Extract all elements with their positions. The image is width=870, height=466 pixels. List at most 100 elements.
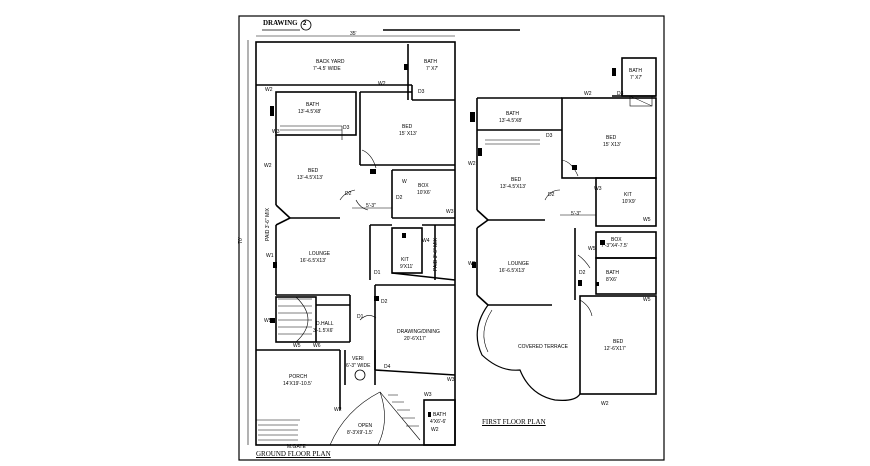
ff-tag-d3a: D3 xyxy=(617,91,624,97)
room-lounge-size: 16'-6.5'X13' xyxy=(300,258,326,264)
room-bath-bottom-size: 4'X6'-6' xyxy=(430,419,447,425)
room-porch-size: 14'X19'-10.5' xyxy=(283,381,312,387)
room-dhall-size: 3'-1.5'X6' xyxy=(313,328,334,334)
room-box-name: BOX xyxy=(418,183,429,189)
paid-mix-right: PAID 3'-6" MIX xyxy=(432,238,439,271)
ff-room-covered-terrace-name: COVERED TERRACE xyxy=(518,344,568,350)
room-drawing-dining-name: DRAWING/DINING xyxy=(397,329,440,335)
tag-w3b: W3 xyxy=(446,209,454,215)
tag-d2b: D2 xyxy=(396,195,403,201)
tag-w4: W4 xyxy=(422,238,430,244)
paid-mix-left: PAID 3'-6" MIX xyxy=(264,208,271,241)
ff-room-bed-bottom-name: BED xyxy=(613,339,624,345)
tag-d1b: D1 xyxy=(357,314,364,320)
tag-w6: W6 xyxy=(313,343,321,349)
tag-w1: W1 xyxy=(266,253,274,259)
tag-d2a: D2 xyxy=(345,191,352,197)
ff-room-bed-left-name: BED xyxy=(511,177,522,183)
tag-d2c: D2 xyxy=(381,299,388,305)
room-lounge-name: LOUNGE xyxy=(309,251,331,257)
ff-room-bath-top-name: BATH xyxy=(629,68,642,74)
tag-w3d: W3 xyxy=(424,392,432,398)
room-back-yard-name: BACK YARD xyxy=(316,59,345,65)
ff-room-kit-name: KIT xyxy=(624,192,632,198)
tag-w3a: W3 xyxy=(272,129,280,135)
ff-room-bath-left-name: BATH xyxy=(506,111,519,117)
ff-room-bed-bottom-size: 12'-6'X17' xyxy=(604,346,626,352)
tag-w2a: W2 xyxy=(378,81,386,87)
room-bed-right-size: 15' X13' xyxy=(399,131,417,137)
room-bath-left-size: 13'-4.5'X8' xyxy=(298,109,322,115)
tag-w2e: W2 xyxy=(431,427,439,433)
ff-room-lounge-name: LOUNGE xyxy=(508,261,530,267)
room-drawing-dining-size: 20'-6'X17' xyxy=(404,336,426,342)
ff-room-kit-size: 10'X9' xyxy=(622,199,636,205)
first-floor-plan xyxy=(476,57,657,401)
ff-tag-w5c: W5 xyxy=(643,297,651,303)
ff-room-bath-top-size: 7' X7' xyxy=(630,75,643,81)
tag-d1a: D1 xyxy=(374,270,381,276)
ground-floor-window-marks xyxy=(270,64,431,417)
tag-dim1: 5'-3" xyxy=(366,203,376,209)
ground-floor-plan xyxy=(247,35,456,446)
ff-room-lounge-size: 16'-6.5'X13' xyxy=(499,268,525,274)
room-bath-bottom-name: BATH xyxy=(433,412,446,418)
ff-room-bath-mid-name: BATH xyxy=(606,270,619,276)
room-dhall-name: D.HALL xyxy=(316,321,334,327)
ff-room-box-size: 7'-3"X4'-7.5' xyxy=(601,243,628,249)
room-kit-name: KIT xyxy=(401,257,409,263)
drawing-label: DRAWING xyxy=(263,19,298,27)
tag-d3b: D3 xyxy=(343,125,350,131)
ff-tag-w2c: W2 xyxy=(601,401,609,407)
ff-tag-dim1: 5'-3" xyxy=(571,211,581,217)
room-bath-top-size: 7' X7' xyxy=(426,66,439,72)
room-bed-left-name: BED xyxy=(308,168,319,174)
room-open-name: OPEN xyxy=(358,423,373,429)
ff-tag-w5b: W5 xyxy=(588,246,596,252)
ff-tag-w2b: W2 xyxy=(468,161,476,167)
drawing-number: 2 xyxy=(303,21,307,27)
room-bath-left-name: BATH xyxy=(306,102,319,108)
room-porch-name: PORCH xyxy=(289,374,308,380)
room-veri-size: 6'-3" WIDE xyxy=(346,363,371,369)
ff-tag-d2b: D2 xyxy=(579,270,586,276)
drawing-title-mark xyxy=(262,19,312,31)
room-veri-name: VERI xyxy=(352,356,364,362)
tag-w5b: W5 xyxy=(293,343,301,349)
tag-d3a: D3 xyxy=(418,89,425,95)
first-floor-caption: FIRST FLOOR PLAN xyxy=(482,418,546,426)
room-bed-right-name: BED xyxy=(402,124,413,130)
ff-tag-w5a: W5 xyxy=(643,217,651,223)
tag-w2b: W2 xyxy=(265,87,273,93)
room-kit-size: 9'X11' xyxy=(400,264,414,270)
overall-depth: 70' xyxy=(237,237,244,244)
tag-w2c: W2 xyxy=(264,163,272,169)
room-bath-top-name: BATH xyxy=(424,59,437,65)
room-open-size: 8'-3'X9'-1.5' xyxy=(347,430,373,436)
tag-w3c: W3 xyxy=(447,377,455,383)
tag-d4: D4 xyxy=(384,364,391,370)
room-box-size: 10'X6' xyxy=(417,190,431,196)
ff-room-bath-mid-size: 8'X6' xyxy=(606,277,617,283)
ground-floor-caption: GROUND FLOOR PLAN xyxy=(256,450,331,458)
ff-tag-d3b: D3 xyxy=(546,133,553,139)
tag-wa: W xyxy=(402,179,407,185)
tag-w5a: W5 xyxy=(264,318,272,324)
ff-tag-w2a: W2 xyxy=(584,91,592,97)
room-back-yard-size: 7'-4.5' WIDE xyxy=(313,66,341,72)
overall-width: 35' xyxy=(350,31,357,37)
ff-tag-d2a: D2 xyxy=(548,192,555,198)
ff-room-bed-right-size: 15' X13' xyxy=(603,142,621,148)
ff-tag-w3: W3 xyxy=(594,186,602,192)
ff-room-bed-left-size: 13'-4.5'X13' xyxy=(500,184,526,190)
ff-tag-w3b: W3 xyxy=(468,261,476,267)
first-floor-window-marks xyxy=(470,68,616,286)
ff-room-box-name: BOX xyxy=(611,237,622,243)
tag-gate: M.GATE xyxy=(287,444,306,450)
room-bed-left-size: 13'-4.5'X13' xyxy=(297,175,323,181)
tag-w2d: W2 xyxy=(334,407,342,413)
ff-room-bath-left-size: 13'-4.5'X8' xyxy=(499,118,523,124)
sheet-border xyxy=(238,15,665,461)
ff-room-bed-right-name: BED xyxy=(606,135,617,141)
